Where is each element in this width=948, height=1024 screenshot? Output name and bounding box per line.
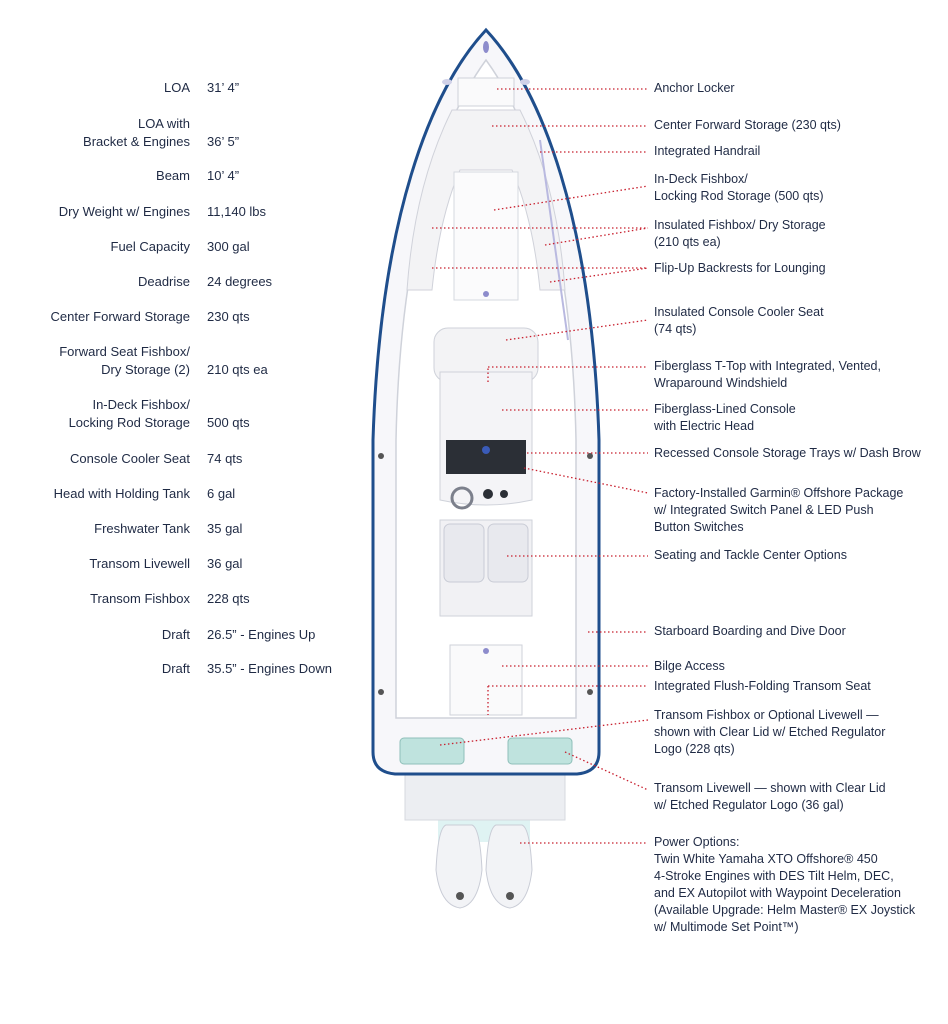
callout-console: Fiberglass-Lined Console with Electric H… [654, 402, 796, 433]
console [439, 371, 533, 506]
outboard-engines [435, 818, 533, 909]
garmin-display [446, 440, 526, 474]
anchor-locker [457, 77, 515, 107]
engine-bracket [404, 769, 566, 821]
callout-seating-tackle: Seating and Tackle Center Options [654, 548, 847, 562]
callout-transom-livewell: Transom Livewell — shown with Clear Lid … [654, 781, 886, 812]
callout-transom-seat: Integrated Flush-Folding Transom Seat [654, 679, 871, 693]
spec-label: Dry Weight w/ Engines [58, 204, 190, 219]
spec-label: Fuel Capacity [110, 239, 190, 254]
callout-power-options: Power Options: Twin White Yamaha XTO Off… [654, 835, 916, 934]
callout-storage-trays: Recessed Console Storage Trays w/ Dash B… [654, 446, 921, 460]
spec-label: Freshwater Tank [94, 521, 190, 536]
spec-value: 36’ 5” [207, 134, 240, 149]
spec-label: Transom Fishbox [90, 591, 190, 606]
bilge-access [449, 644, 523, 716]
callout-bilge-access: Bilge Access [654, 659, 725, 673]
callout-garmin-package: Factory-Installed Garmin® Offshore Packa… [654, 486, 904, 534]
callout-in-deck-fishbox: In-Deck Fishbox/ Locking Rod Storage (50… [654, 172, 824, 203]
spec-label: Forward Seat Fishbox/ Dry Storage (2) [59, 344, 190, 377]
spec-value: 35 gal [207, 521, 243, 536]
spec-value: 31’ 4” [207, 80, 240, 95]
callout-transom-fishbox: Transom Fishbox or Optional Livewell — s… [654, 708, 886, 756]
leader-lines [432, 88, 649, 844]
spec-label: Head with Holding Tank [53, 486, 190, 501]
spec-label: LOA with Bracket & Engines [83, 116, 190, 149]
spec-value: 36 gal [207, 556, 243, 571]
spec-label: Beam [156, 168, 190, 183]
in-deck-fishbox [453, 171, 519, 301]
callout-console-cooler-seat: Insulated Console Cooler Seat (74 qts) [654, 305, 824, 336]
bow-seating [406, 109, 566, 291]
spec-value: 300 gal [207, 239, 250, 254]
spec-label: LOA [163, 80, 190, 95]
callout-flip-up-backrests: Flip-Up Backrests for Lounging [654, 261, 826, 275]
spec-value: 10’ 4” [207, 168, 240, 183]
callout-integrated-handrail: Integrated Handrail [654, 144, 761, 158]
spec-label: Transom Livewell [89, 556, 190, 571]
spec-value: 210 qts ea [207, 362, 268, 377]
spec-value: 6 gal [207, 486, 236, 501]
transom-livewell [507, 737, 573, 765]
spec-value: 500 qts [207, 415, 250, 430]
spec-label: In-Deck Fishbox/ Locking Rod Storage [68, 397, 190, 430]
callout-insulated-fishbox: Insulated Fishbox/ Dry Storage (210 qts … [654, 218, 826, 249]
spec-value: 228 qts [207, 591, 250, 606]
spec-value: 74 qts [207, 451, 243, 466]
spec-label: Console Cooler Seat [70, 451, 190, 466]
callout-anchor-locker: Anchor Locker [654, 81, 735, 95]
spec-label: Center Forward Storage [50, 309, 190, 324]
spec-label: Draft [161, 661, 190, 676]
transom-fishbox [399, 737, 465, 765]
spec-value: 26.5” - Engines Up [207, 627, 316, 642]
spec-value: 230 qts [207, 309, 250, 324]
spec-label: Draft [161, 627, 190, 642]
callout-center-forward-storage: Center Forward Storage (230 qts) [654, 118, 841, 132]
spec-label: Deadrise [137, 274, 190, 289]
spec-value: 35.5” - Engines Down [207, 661, 333, 676]
spec-value: 11,140 lbs [207, 204, 267, 219]
callout-dive-door: Starboard Boarding and Dive Door [654, 624, 846, 638]
callout-t-top: Fiberglass T-Top with Integrated, Vented… [654, 359, 881, 390]
spec-value: 24 degrees [207, 274, 273, 289]
